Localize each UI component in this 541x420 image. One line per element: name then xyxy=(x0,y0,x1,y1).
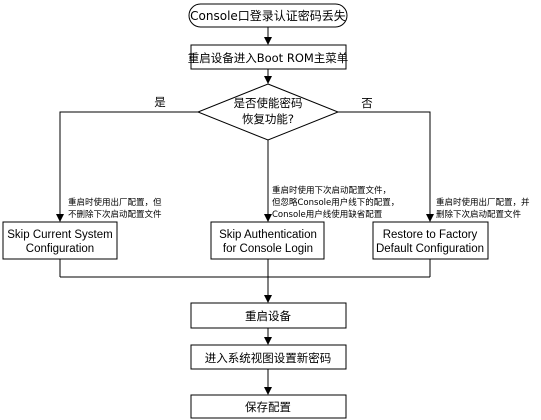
step-reboot xyxy=(190,302,347,329)
option-skip-authentication xyxy=(210,221,325,260)
connector-yes-branch xyxy=(56,111,198,222)
decision-no-label: 否 xyxy=(361,96,373,110)
step-reboot-label: 重启设备 xyxy=(245,309,291,323)
option3-note-line1: 重启时使用出厂配置，并 xyxy=(436,197,530,208)
option-restore-factory-default xyxy=(372,221,489,260)
option1-note-line2: 不删除下次启动配置文件 xyxy=(68,209,162,220)
step-enter-bootrom-label: 重启设备进入Boot ROM主菜单 xyxy=(188,51,349,65)
connector-no-branch xyxy=(338,111,434,222)
start-label: Console口登录认证密码丢失 xyxy=(190,8,346,23)
option2-title-line1: Skip Authentication xyxy=(219,229,317,241)
step-set-password xyxy=(190,344,347,370)
option3-note-line2: 删除下次启动配置文件 xyxy=(436,209,522,220)
option-skip-current-config xyxy=(2,221,118,260)
step-set-password-label: 进入系统视图设置新密码 xyxy=(205,351,332,365)
decision-line1: 是否使能密码 xyxy=(234,96,303,110)
option3-title-line1: Restore to Factory xyxy=(383,229,478,241)
step-save xyxy=(190,394,347,419)
option2-note-line2: 但忽略Console用户线下的配置， xyxy=(272,197,399,208)
decision-line2: 恢复功能? xyxy=(242,112,294,126)
option1-note-line1: 重启时使用出厂配置，但 xyxy=(68,197,162,208)
step-enter-bootrom xyxy=(190,44,347,70)
option1-title-line2: Configuration xyxy=(26,243,94,255)
option2-note-line1: 重启时使用下次启动配置文件， xyxy=(272,185,391,196)
option1-title-line1: Skip Current System xyxy=(7,229,112,241)
option3-title-line2: Default Configuration xyxy=(376,243,484,255)
option2-note-line3: Console用户线使用缺省配置 xyxy=(272,209,383,220)
step-save-label: 保存配置 xyxy=(245,400,291,414)
decision-yes-label: 是 xyxy=(154,95,166,109)
option2-title-line2: for Console Login xyxy=(223,243,313,255)
